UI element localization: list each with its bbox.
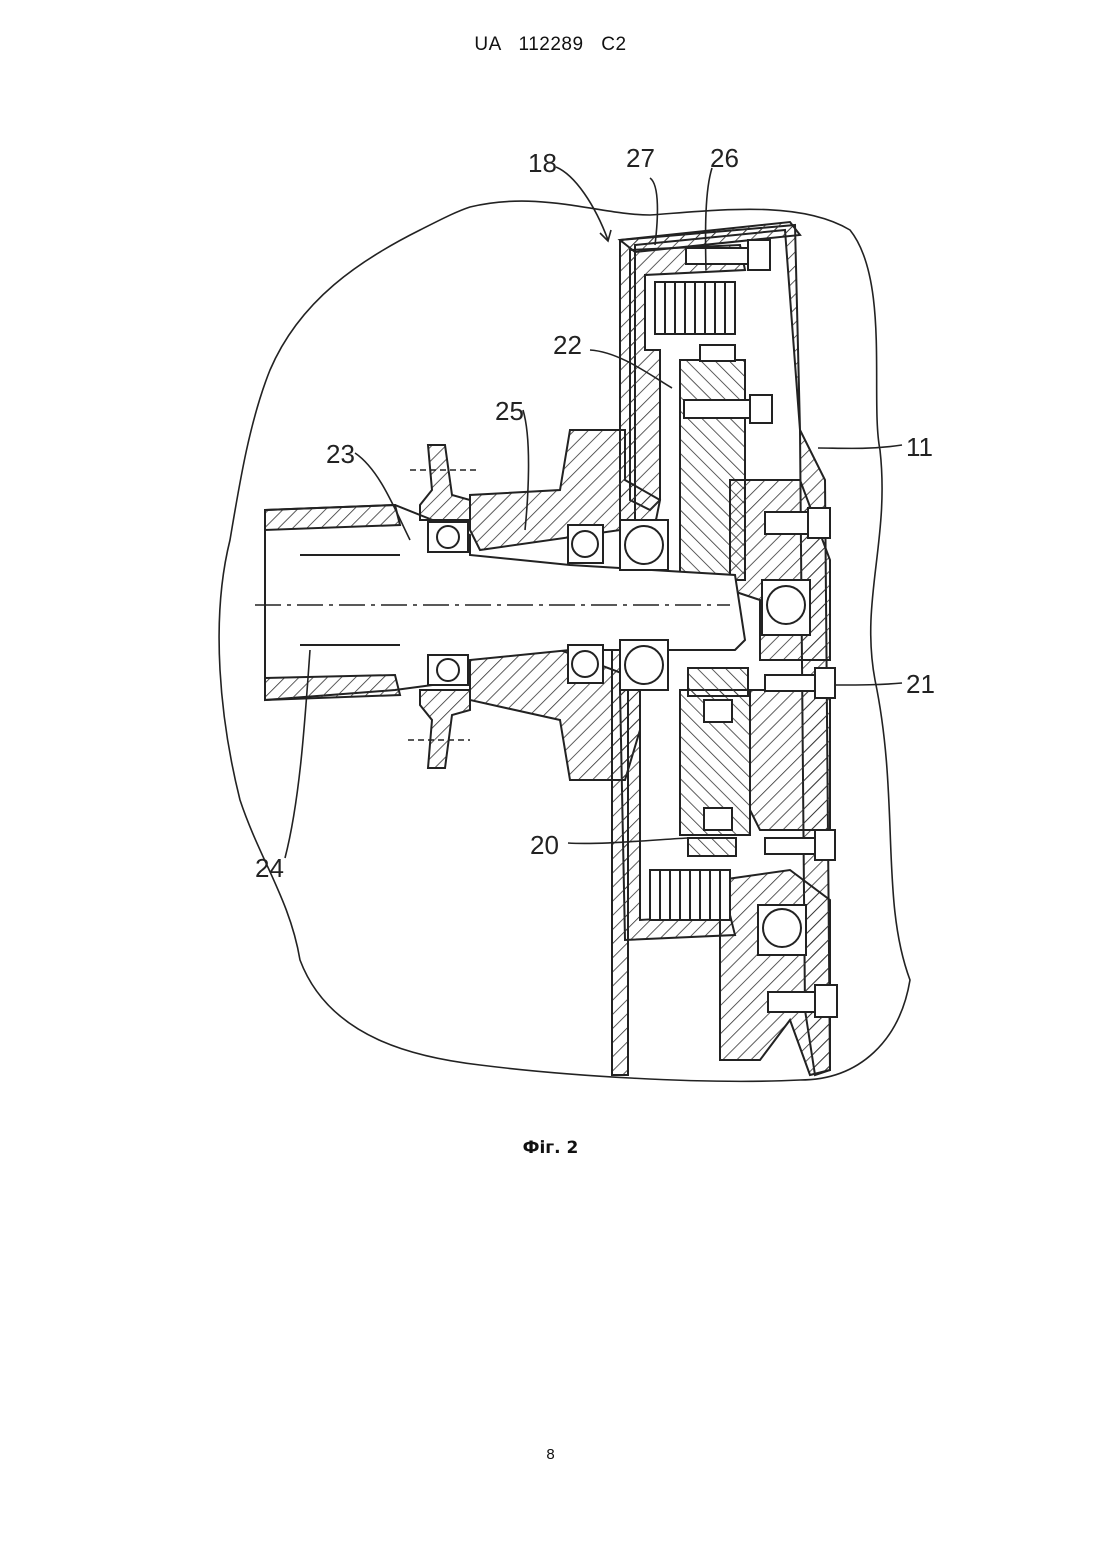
ref-numeral-11: 11 bbox=[906, 432, 933, 462]
page-number: 8 bbox=[0, 1446, 1101, 1463]
figure-caption: Фіг. 2 bbox=[0, 1138, 1101, 1158]
ref-numeral-21: 21 bbox=[906, 669, 935, 699]
shaft-sleeve-upper bbox=[265, 505, 400, 530]
right-cover-bottom bbox=[720, 870, 830, 1075]
ref-numeral-27: 27 bbox=[626, 143, 655, 173]
shaft-sleeve-lower bbox=[265, 675, 400, 700]
housing-bottom-wall bbox=[612, 640, 628, 1075]
ref-numeral-24: 24 bbox=[255, 853, 284, 883]
right-cover-lower bbox=[750, 690, 830, 830]
ref-numeral-22: 22 bbox=[553, 330, 582, 360]
sprocket-upper bbox=[420, 445, 470, 520]
ref-numeral-20: 20 bbox=[530, 830, 559, 860]
ref-numeral-25: 25 bbox=[495, 396, 524, 426]
ref-numeral-23: 23 bbox=[326, 439, 355, 469]
ref-numeral-26: 26 bbox=[710, 143, 739, 173]
ref-numeral-18: 18 bbox=[528, 148, 557, 178]
clutch-plate-pack-upper bbox=[655, 282, 735, 334]
sprocket-lower bbox=[420, 690, 470, 768]
clutch-plate-pack-lower bbox=[650, 870, 730, 920]
